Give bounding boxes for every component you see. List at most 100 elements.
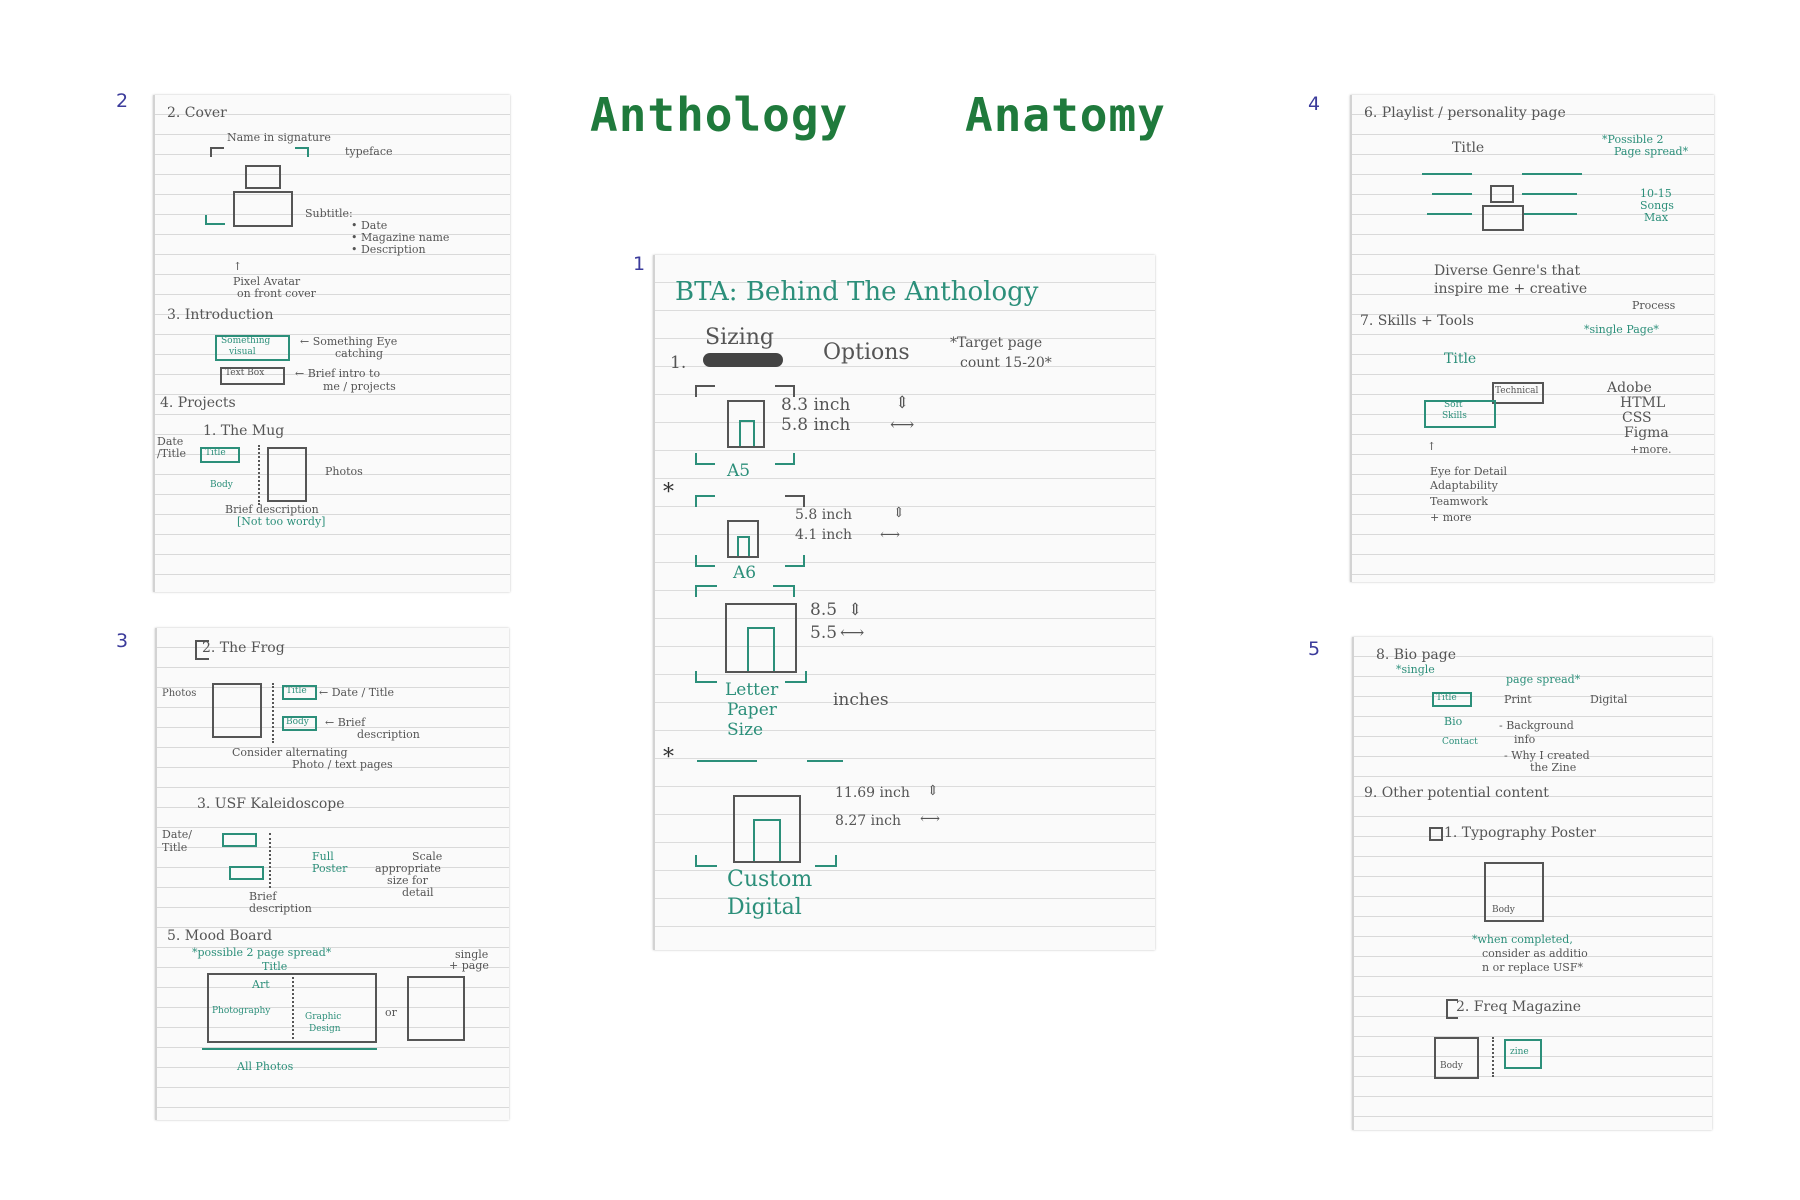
date-title-2: /Title	[157, 447, 187, 460]
scale-4: detail	[402, 886, 434, 899]
diverse-3: Process	[1632, 299, 1676, 312]
spread-note: page spread*	[1506, 673, 1581, 686]
brief-1: ← Brief	[325, 716, 366, 729]
playlist-line	[1522, 193, 1577, 195]
page-icon-frame	[739, 420, 755, 446]
eye-for-detail: Eye for Detail	[1430, 465, 1508, 478]
corner-bracket	[695, 453, 715, 465]
brief-intro-1: ← Brief intro to	[295, 367, 381, 380]
subtitle-description: • Description	[351, 243, 426, 256]
title-tag: Title	[1452, 140, 1485, 156]
something-visual-box	[215, 335, 290, 361]
a6-height: 5.8 inch	[795, 507, 853, 523]
page-number-1: 1	[633, 253, 646, 275]
brief-2: description	[357, 728, 420, 741]
page-number-3: 3	[116, 630, 129, 652]
possible-2: Page spread*	[1614, 145, 1689, 158]
teamwork: Teamwork	[1430, 495, 1488, 508]
vertical-arrow-icon: ⇕	[927, 783, 939, 799]
not-too-wordy: [Not too wordy]	[237, 515, 326, 528]
target-count-note: count 15-20*	[960, 355, 1052, 371]
subtitle-note: Subtitle:	[305, 207, 353, 220]
single-grid	[407, 976, 465, 1041]
diverse-1: Diverse Genre's that	[1434, 263, 1581, 279]
single-note: *single	[1396, 663, 1435, 676]
zine-label: zine	[1510, 1047, 1529, 1057]
when-3: n or replace USF*	[1482, 961, 1583, 974]
notebook-page-5: 8. Bio page *single page spread* Title P…	[1352, 637, 1712, 1130]
adobe-label: Adobe	[1607, 380, 1652, 396]
scale-1: Scale	[412, 850, 443, 863]
vertical-arrow-icon: ⇕	[895, 393, 910, 413]
name-note: Name in signature	[227, 131, 331, 144]
skills-heading: 7. Skills + Tools	[1360, 313, 1474, 329]
something-visual-1: Something	[221, 336, 271, 346]
frog-heading: 2. The Frog	[202, 640, 285, 656]
body-tag-box	[229, 866, 264, 880]
custom-label-1: Custom	[727, 867, 813, 892]
page-icon-frame	[753, 819, 781, 861]
photo-frame	[212, 683, 262, 738]
a5-page-icon	[727, 400, 765, 448]
playlist-line	[1522, 173, 1582, 175]
a5-width: 5.8 inch	[781, 415, 851, 435]
figma-label: Figma	[1624, 425, 1669, 441]
dotted-divider	[292, 973, 294, 1043]
a6-width: 4.1 inch	[795, 527, 853, 543]
a6-label: A6	[733, 563, 757, 583]
title-anatomy: Anatomy	[965, 88, 1166, 142]
options-label: Options	[823, 340, 910, 365]
text-box-icon	[220, 367, 285, 385]
freq-body-tag: Body	[1440, 1061, 1463, 1071]
a5-height: 8.3 inch	[781, 395, 851, 415]
title-tag: Title	[205, 448, 226, 458]
all-photos: All Photos	[237, 1060, 294, 1073]
title-tag: Title	[1436, 693, 1457, 703]
playlist-line	[1432, 193, 1472, 195]
songs-2: Songs	[1640, 199, 1674, 212]
photo-frame	[267, 447, 307, 502]
corner-bracket	[695, 855, 717, 867]
why-1: - Why I created	[1504, 749, 1590, 762]
letter-label-1: Letter	[725, 680, 779, 700]
letter-label-2: Paper	[727, 700, 777, 720]
adaptability: Adaptability	[1430, 479, 1498, 492]
custom-page-icon	[733, 795, 801, 863]
letter-label-3: Size	[727, 720, 764, 740]
print-label: Print	[1504, 693, 1532, 706]
soft-skills-2: Skills	[1442, 411, 1467, 421]
soft-skills-1: Soft	[1444, 400, 1463, 410]
songs-1: 10-15	[1640, 187, 1672, 200]
corner-bracket	[195, 640, 209, 660]
digital-label: Digital	[1590, 693, 1628, 706]
scribble-mark	[703, 353, 783, 367]
eye-catching-1: ← Something Eye	[300, 335, 398, 348]
body-tag: Body	[286, 717, 309, 727]
photography-label: Photography	[212, 1006, 271, 1016]
dotted-divider	[272, 683, 274, 743]
notebook-page-2: 2. Cover Name in signature typeface Subt…	[153, 95, 510, 592]
dotted-divider	[258, 445, 260, 505]
corner-bracket	[775, 385, 795, 397]
playlist-line	[1522, 213, 1577, 215]
corner-bracket	[210, 147, 224, 157]
title-tag-box	[222, 833, 257, 847]
why-2: the Zine	[1530, 761, 1577, 774]
soft-skills-box	[1424, 400, 1496, 428]
corner-bracket	[785, 495, 805, 507]
possible-spread: *possible 2 page spread*	[192, 946, 332, 959]
date-title-note: ← Date / Title	[319, 686, 395, 699]
mug-heading: 1. The Mug	[203, 423, 285, 439]
subtitle-date: • Date	[351, 219, 388, 232]
something-visual-2: visual	[229, 347, 256, 357]
title-tag-box	[282, 685, 317, 700]
playlist-line	[1427, 213, 1472, 215]
letter-page-icon	[725, 603, 797, 673]
corner-bracket	[785, 555, 805, 567]
background-2: info	[1514, 733, 1536, 746]
page-number-4: 4	[1308, 93, 1321, 115]
corner-bracket	[695, 585, 717, 597]
photos-label: Photos	[325, 465, 363, 478]
page1-heading: BTA: Behind The Anthology	[675, 277, 1039, 307]
section-number: 1.	[670, 353, 687, 373]
